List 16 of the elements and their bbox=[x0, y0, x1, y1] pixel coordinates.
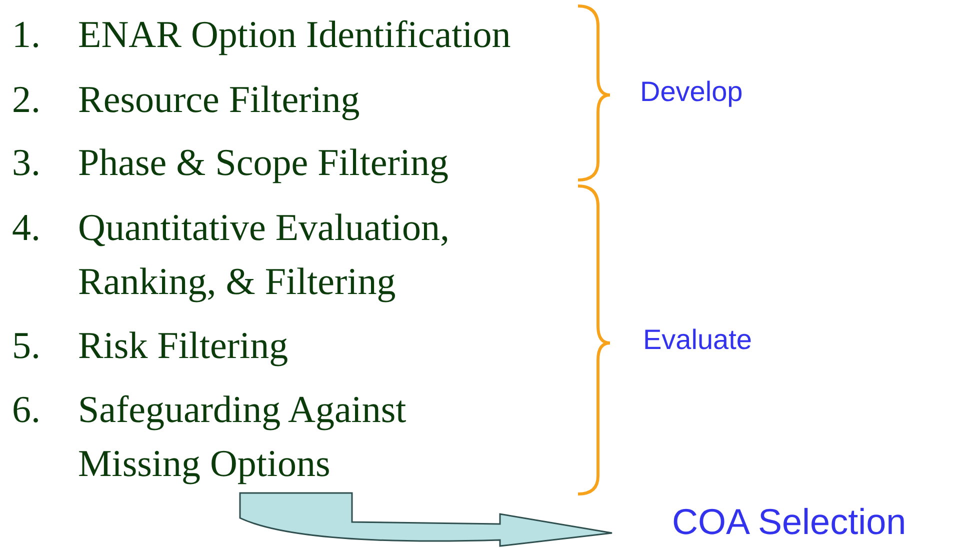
bent-arrow bbox=[239, 492, 613, 547]
list-number: 1. bbox=[12, 13, 42, 58]
list-item-text: Safeguarding Against Missing Options bbox=[78, 388, 408, 487]
list-number: 3. bbox=[12, 141, 42, 186]
bracket-label: Develop bbox=[640, 76, 744, 108]
list-number: 2. bbox=[12, 78, 42, 123]
list-number: 6. bbox=[12, 388, 40, 433]
list-number: 4. bbox=[12, 206, 42, 251]
bracket-label: Evaluate bbox=[643, 324, 753, 356]
list-item-text: Phase & Scope Filtering bbox=[78, 141, 450, 186]
list-item-text: ENAR Option Identification bbox=[78, 13, 512, 58]
list-item-text: Quantitative Evaluation, Ranking, & Filtering bbox=[78, 206, 450, 305]
list-item-text: Resource Filtering bbox=[78, 78, 361, 123]
result-text: COA Selection bbox=[672, 500, 908, 544]
list-number: 5. bbox=[12, 324, 42, 369]
list-item-text: Risk Filtering bbox=[78, 324, 290, 369]
